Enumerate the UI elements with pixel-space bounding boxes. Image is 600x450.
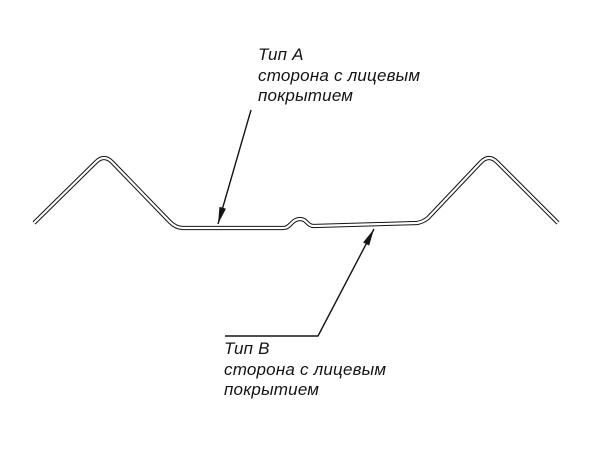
- label-type-a-line2: покрытием: [258, 86, 354, 105]
- label-type-b-line2: покрытием: [224, 380, 320, 399]
- sheet-profile-outline: [32, 155, 560, 231]
- leader-line-type-b: [225, 228, 375, 337]
- label-type-b-title: Тип В: [224, 339, 270, 358]
- leader-line-type-a: [217, 109, 252, 225]
- label-type-a: Тип А сторона с лицевым покрытием: [258, 45, 420, 106]
- label-type-a-title: Тип А: [258, 45, 304, 64]
- sheet-profile-core: [33, 156, 559, 230]
- label-type-b-line1: сторона с лицевым: [224, 360, 387, 379]
- label-type-a-line1: сторона с лицевым: [258, 66, 421, 85]
- label-type-b: Тип В сторона с лицевым покрытием: [224, 339, 386, 400]
